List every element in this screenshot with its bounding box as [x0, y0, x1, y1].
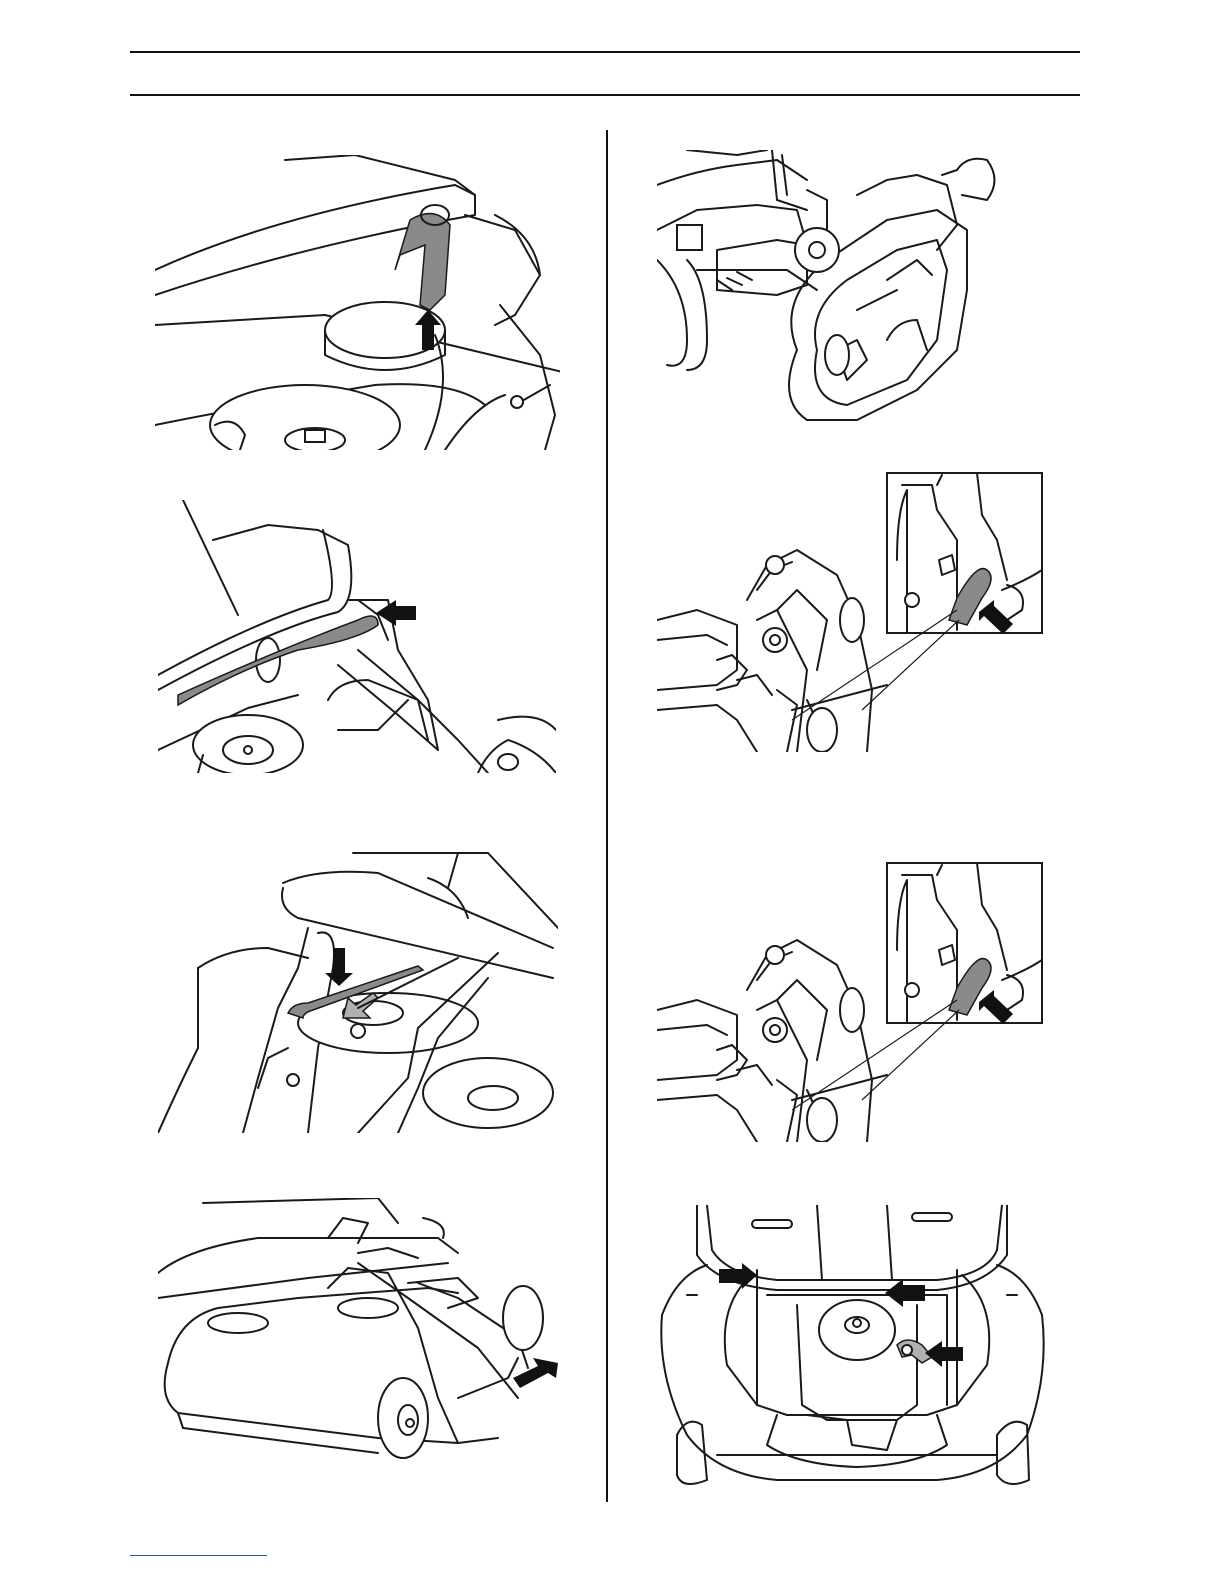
figure-lift-rod-unhook: [158, 500, 556, 773]
figure-cutting-unit-tilted-up: [657, 150, 1002, 430]
figure-lift-lever-pull-up: [155, 155, 560, 450]
header-bottom-rule: [130, 94, 1080, 96]
column-divider: [606, 130, 608, 1502]
figure-lift-arm-press-down: [158, 848, 558, 1133]
figure-service-position-spring-detail-1: [657, 470, 1047, 752]
header-top-rule: [130, 51, 1080, 53]
figure-service-position-spring-detail-2: [657, 860, 1047, 1142]
footer-link-underline[interactable]: [130, 1555, 267, 1556]
figure-cutting-unit-pull-out: [158, 1198, 583, 1470]
figure-cutting-unit-underside-fastenings: [657, 1205, 1049, 1490]
